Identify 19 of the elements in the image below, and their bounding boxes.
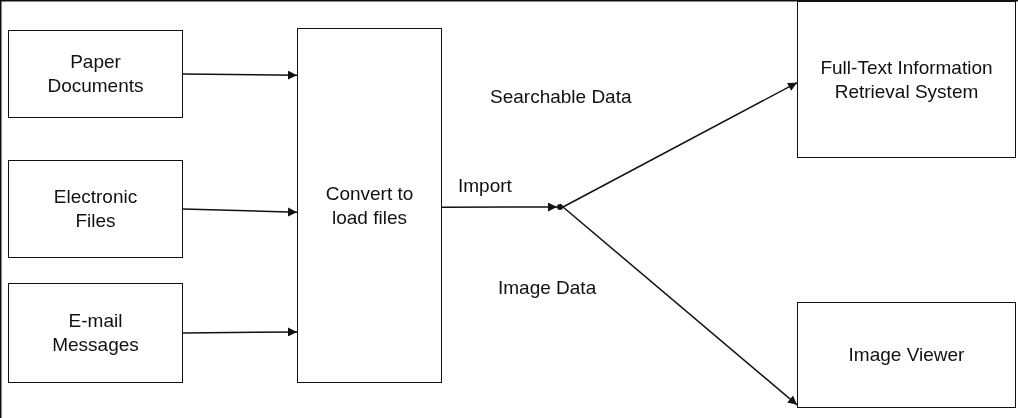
box-text: Full-Text Information Retrieval System [819,55,994,104]
arrow [562,81,798,208]
box-text: Image Viewer [847,343,966,367]
process-box [8,30,183,118]
process-box [297,28,442,383]
arrow [182,70,298,80]
box-text: Electronic Files [52,185,139,233]
junction-dot [557,204,563,210]
process-box [797,302,1016,408]
process-box [797,1,1016,158]
arrow [182,327,298,337]
arrow [562,206,798,406]
arrow [441,202,558,212]
box-text: E-mail Messages [51,309,140,357]
box-text: Convert to load files [324,181,415,230]
process-box [8,160,183,258]
arrow [182,207,298,217]
process-box [8,283,183,383]
box-text: Paper Documents [46,50,145,98]
